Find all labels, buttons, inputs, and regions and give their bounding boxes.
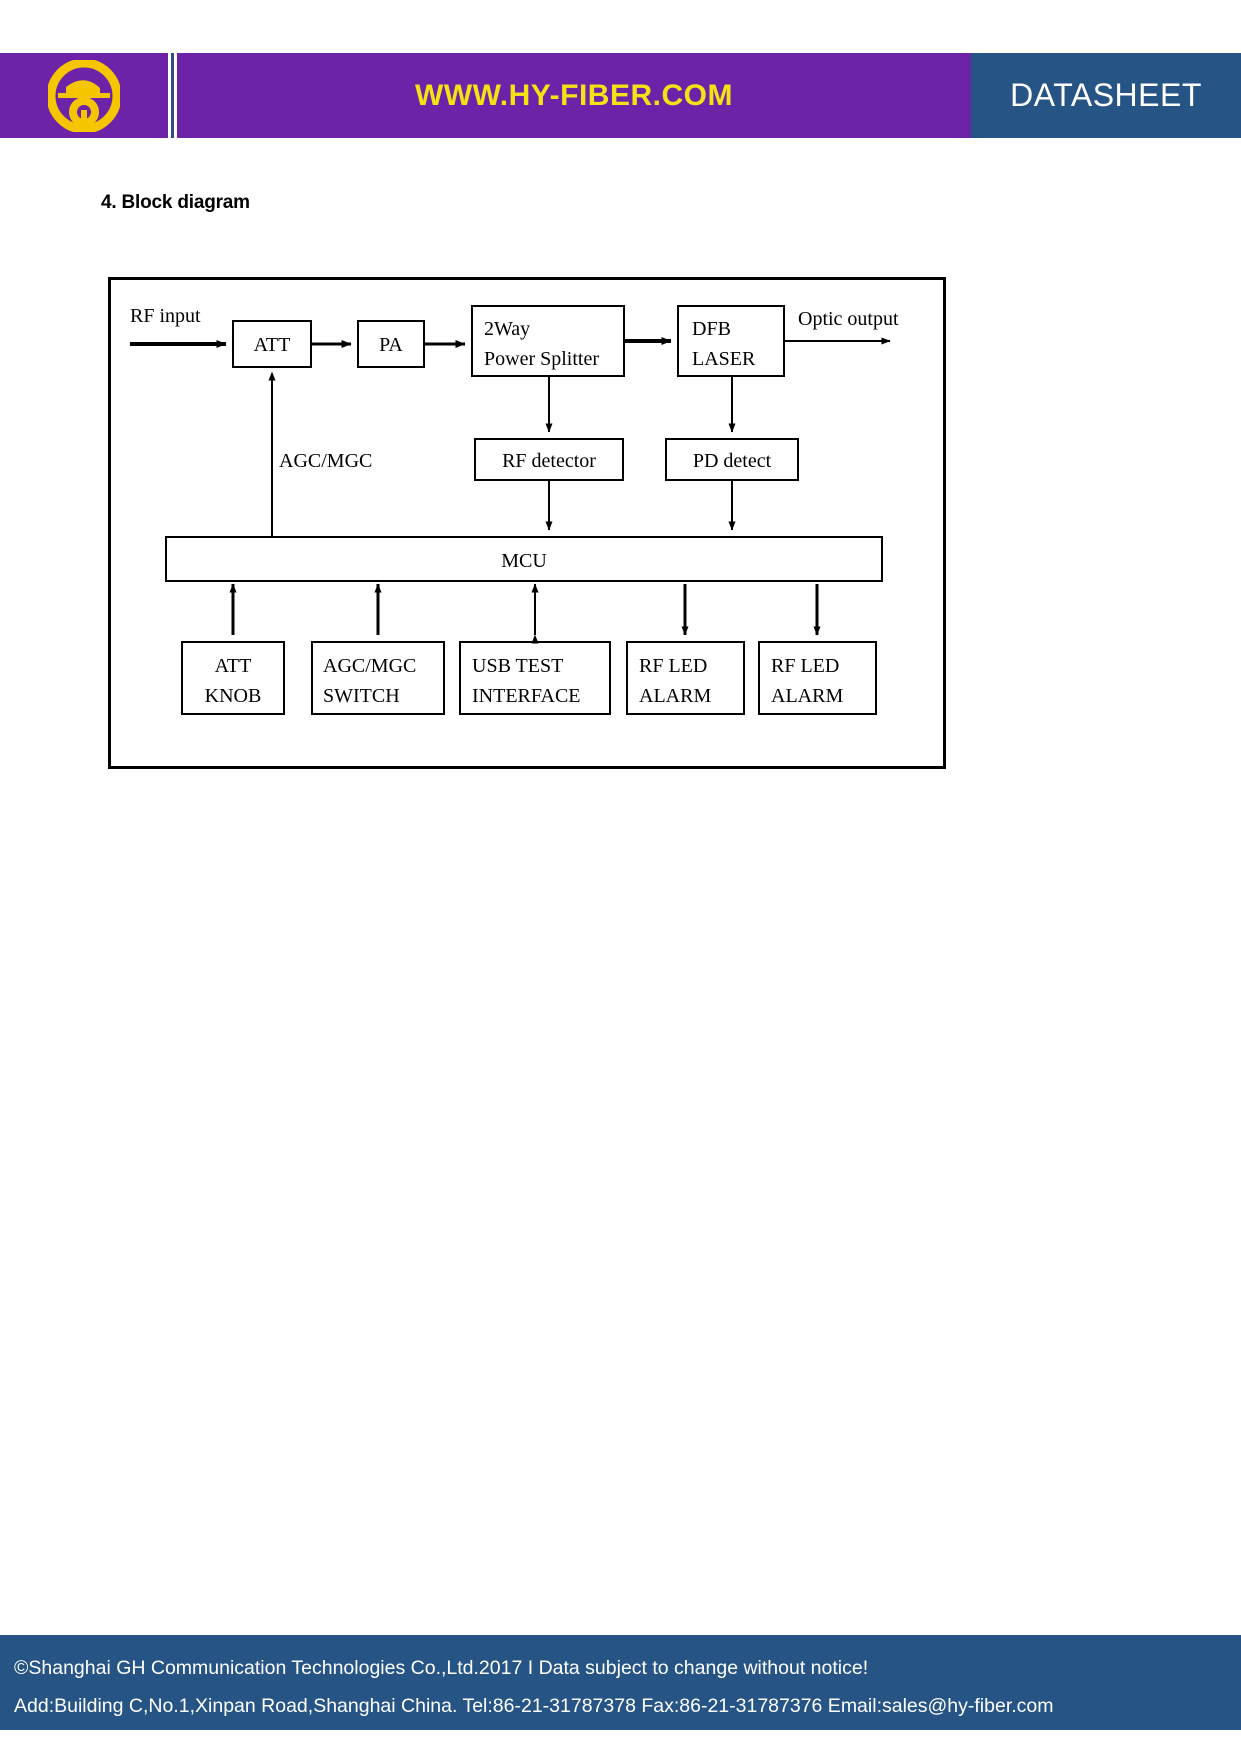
block-diagram: RF input Optic output AGC/MGC ATT PA 2Wa… xyxy=(108,277,946,769)
block-label-dfb-line1: DFB xyxy=(692,318,731,340)
block-label-pd-detect: PD detect xyxy=(693,450,772,472)
block-att-knob xyxy=(181,641,285,715)
hy-fiber-logo-icon xyxy=(46,58,122,133)
label-agc-mgc-line: AGC/MGC xyxy=(279,450,372,472)
block-power-splitter xyxy=(471,305,625,377)
block-rf-led-alarm-1 xyxy=(626,641,745,715)
block-label-agc-switch-line2: SWITCH xyxy=(323,685,400,707)
block-label-agc-switch-line1: AGC/MGC xyxy=(323,655,416,677)
block-pa xyxy=(357,320,425,368)
block-dfb-laser xyxy=(677,305,785,377)
block-label-pa: PA xyxy=(379,334,403,356)
block-label-rf-led-1-line1: RF LED xyxy=(639,655,707,677)
site-url-text: WWW.HY-FIBER.COM xyxy=(415,78,733,112)
diagram-frame xyxy=(108,277,946,769)
block-label-mcu: MCU xyxy=(501,550,547,572)
block-label-rf-detector: RF detector xyxy=(502,450,596,472)
block-agc-mgc-switch xyxy=(311,641,445,715)
page-title: 4. Block diagram xyxy=(101,192,250,213)
block-label-rf-led-1-line2: ALARM xyxy=(639,685,711,707)
label-rf-input: RF input xyxy=(130,305,201,327)
label-optic-output: Optic output xyxy=(798,308,899,330)
block-label-rf-led-2-line2: ALARM xyxy=(771,685,843,707)
block-label-rf-led-2-line1: RF LED xyxy=(771,655,839,677)
block-label-dfb-line2: LASER xyxy=(692,348,756,370)
block-label-att: ATT xyxy=(254,334,291,356)
footer-copyright-line: ©Shanghai GH Communication Technologies … xyxy=(14,1657,869,1679)
block-usb-test-interface xyxy=(459,641,611,715)
logo-pane xyxy=(0,53,168,138)
header-url-pane: WWW.HY-FIBER.COM xyxy=(177,53,971,138)
page-header: WWW.HY-FIBER.COM DATASHEET xyxy=(0,53,1241,138)
footer-address-line: Add:Building C,No.1,Xinpan Road,Shanghai… xyxy=(14,1695,1054,1717)
block-mcu xyxy=(165,536,883,582)
block-label-splitter-line2: Power Splitter xyxy=(484,348,599,370)
block-rf-led-alarm-2 xyxy=(758,641,877,715)
datasheet-label: DATASHEET xyxy=(1010,77,1202,113)
block-label-usb-line1: USB TEST xyxy=(472,655,563,677)
page-footer: ©Shanghai GH Communication Technologies … xyxy=(0,1635,1241,1730)
header-datasheet-pane: DATASHEET xyxy=(971,53,1241,138)
block-label-usb-line2: INTERFACE xyxy=(472,685,581,707)
block-pd-detect xyxy=(665,438,799,481)
block-label-splitter-line1: 2Way xyxy=(484,318,530,340)
header-divider xyxy=(168,53,177,138)
block-label-att-knob-line1: ATT xyxy=(215,655,252,677)
block-label-att-knob-line2: KNOB xyxy=(205,685,262,707)
